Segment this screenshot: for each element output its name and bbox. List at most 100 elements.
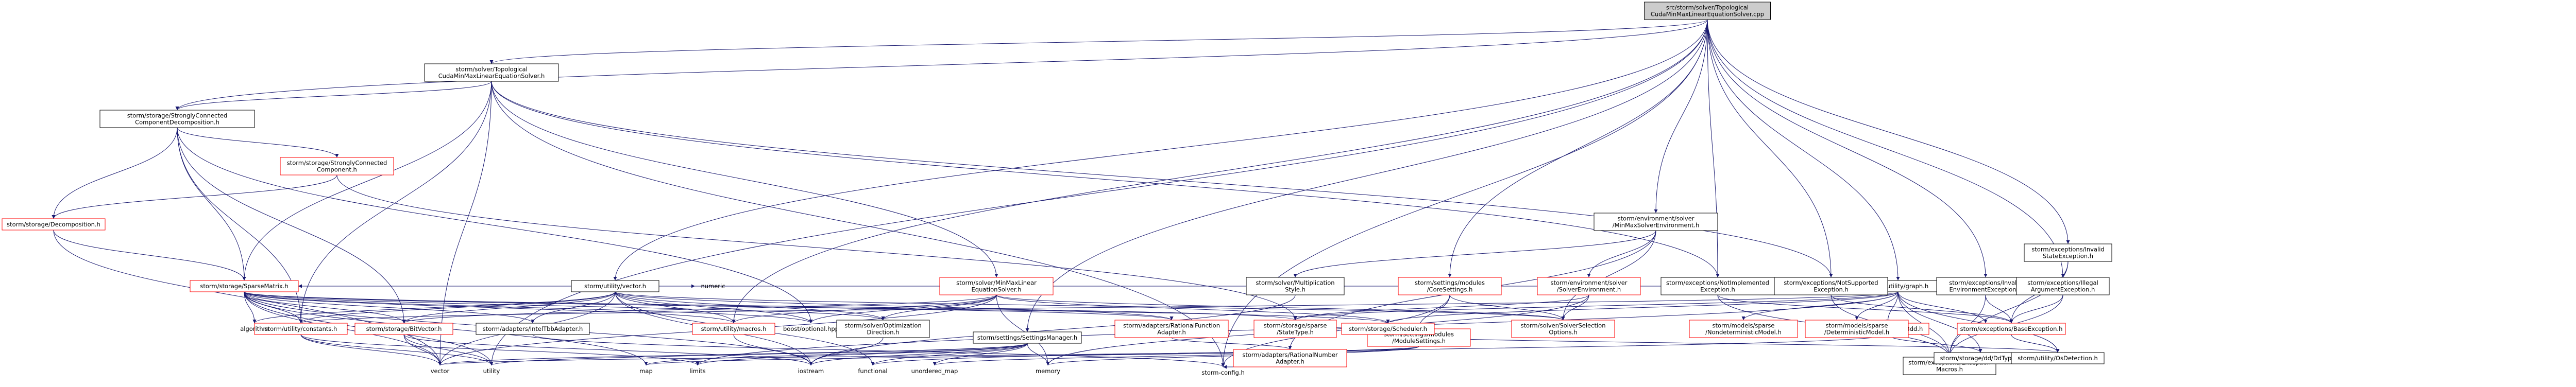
node-label: storm/exceptions/NotImplemented bbox=[1666, 279, 1769, 286]
node-label: Direction.h bbox=[867, 329, 900, 336]
node-utility[interactable]: utility bbox=[476, 365, 507, 377]
edge-inteltbb-to-storm-config bbox=[532, 334, 1225, 367]
edge-root-to-tcuda-h bbox=[489, 19, 1708, 64]
node-label: iostream bbox=[798, 367, 824, 375]
node-inteltbb[interactable]: storm/adapters/IntelTbbAdapter.h bbox=[476, 323, 590, 335]
node-label: storm/storage/BitVector.h bbox=[366, 325, 442, 332]
node-box bbox=[424, 63, 559, 82]
node-label: Style.h bbox=[1285, 286, 1306, 293]
edge-minmax-to-bitvector bbox=[402, 294, 997, 324]
node-box bbox=[99, 110, 255, 128]
node-label: /StateType.h bbox=[1277, 329, 1314, 336]
edge-minmax-to-scheduler bbox=[996, 294, 1390, 324]
node-exc-base[interactable]: storm/exceptions/BaseException.h bbox=[1957, 323, 2066, 335]
node-utility-constants[interactable]: storm/utility/constants.h bbox=[254, 323, 348, 335]
node-decomp[interactable]: storm/storage/Decomposition.h bbox=[2, 218, 106, 231]
edge-sparse-to-scheduler bbox=[244, 291, 1389, 324]
edge-decomp-to-sparse bbox=[53, 230, 246, 281]
edge-env-minmax-to-mult-style bbox=[1293, 230, 1656, 278]
node-exc-illegal[interactable]: storm/exceptions/IllegalArgumentExceptio… bbox=[2016, 277, 2110, 295]
node-label: storm/models/sparse bbox=[1713, 322, 1775, 329]
node-label: memory bbox=[1036, 367, 1060, 375]
node-env-solver[interactable]: storm/environment/solver/SolverEnvironme… bbox=[1537, 277, 1641, 295]
node-box bbox=[1689, 320, 1798, 338]
node-unordered-map[interactable]: unordered_map bbox=[909, 365, 960, 377]
node-boost-optional[interactable]: boost/optional.hpp bbox=[775, 323, 847, 335]
node-functional[interactable]: functional bbox=[852, 365, 893, 377]
node-label: StateException.h bbox=[2043, 253, 2093, 260]
node-label: unordered_map bbox=[911, 367, 958, 375]
node-storm-config[interactable]: storm-config.h bbox=[1195, 367, 1251, 378]
node-os-detection[interactable]: storm/utility/OsDetection.h bbox=[2011, 352, 2105, 364]
node-label: storm/models/sparse bbox=[1826, 322, 1888, 329]
node-label: EquationSolver.h bbox=[972, 286, 1022, 293]
node-settingsmgr[interactable]: storm/settings/SettingsManager.h bbox=[973, 331, 1082, 344]
node-label: Macros.h bbox=[1936, 366, 1963, 373]
edge-settingsmgr-to-map bbox=[644, 343, 1028, 366]
node-exc-notimpl[interactable]: storm/exceptions/NotImplementedException… bbox=[1660, 277, 1775, 295]
node-label: algorithm bbox=[240, 325, 269, 332]
node-label: /ModuleSettings.h bbox=[1392, 338, 1446, 345]
node-scheduler[interactable]: storm/storage/Scheduler.h bbox=[1341, 323, 1435, 335]
edge-graph-h-to-set bbox=[1897, 291, 1988, 324]
node-sparse-statetype[interactable]: storm/storage/sparse/StateType.h bbox=[1253, 320, 1337, 338]
node-label: storm/storage/Decomposition.h bbox=[7, 221, 100, 228]
edge-env-minmax-to-env-solver bbox=[1587, 230, 1656, 278]
node-tcuda-h[interactable]: storm/solver/TopologicalCudaMinMaxLinear… bbox=[424, 63, 559, 82]
node-label: ComponentDecomposition.h bbox=[135, 119, 219, 126]
node-label: storm/settings/SettingsManager.h bbox=[977, 334, 1077, 341]
edge-bitvector-to-vector bbox=[403, 334, 442, 366]
node-label: storm/storage/StronglyConnected bbox=[287, 159, 387, 166]
node-algorithm[interactable]: algorithm bbox=[234, 323, 275, 335]
edge-exc-invenv-to-exc-base bbox=[1985, 294, 2013, 324]
edge-tcuda-h-to-scc-decomp bbox=[175, 81, 492, 111]
node-label: map bbox=[639, 367, 653, 375]
edge-graph-h-to-dd-type bbox=[1897, 291, 1982, 353]
node-iostream[interactable]: iostream bbox=[793, 365, 829, 377]
node-minmax[interactable]: storm/solver/MinMaxLinearEquationSolver.… bbox=[939, 277, 1054, 295]
edge-root-to-storm-config bbox=[1221, 19, 1708, 367]
node-vector-h[interactable]: storm/utility/vector.h bbox=[571, 280, 659, 292]
node-utility-macros[interactable]: storm/utility/macros.h bbox=[692, 323, 775, 335]
node-scc[interactable]: storm/storage/StronglyConnectedComponent… bbox=[280, 157, 394, 175]
edge-graph-h-to-dd-bdd bbox=[1886, 291, 1899, 324]
node-coresettings[interactable]: storm/settings/modules/CoreSettings.h bbox=[1398, 277, 1502, 295]
node-vector[interactable]: vector bbox=[425, 365, 455, 377]
node-label: CudaMinMaxLinearEquationSolver.cpp bbox=[1651, 11, 1764, 18]
node-label: /NondeterministicModel.h bbox=[1705, 329, 1782, 336]
edge-env-solver-to-solver-sel bbox=[1561, 294, 1589, 321]
node-models-nondet[interactable]: storm/models/sparse/NondeterministicMode… bbox=[1689, 320, 1798, 338]
node-scc-decomp[interactable]: storm/storage/StronglyConnectedComponent… bbox=[99, 110, 255, 128]
node-sparse[interactable]: storm/storage/SparseMatrix.h bbox=[190, 280, 299, 292]
node-dd-type[interactable]: storm/storage/dd/DdType.h bbox=[1934, 352, 2027, 364]
edge-scc-decomp-to-sparse bbox=[177, 127, 246, 281]
node-box bbox=[1114, 320, 1229, 338]
node-root[interactable]: src/storm/solver/TopologicalCudaMinMaxLi… bbox=[1644, 2, 1771, 20]
edge-tcuda-h-to-storm-config bbox=[491, 81, 1225, 367]
node-box bbox=[692, 323, 775, 335]
node-label: storm/adapters/IntelTbbAdapter.h bbox=[483, 325, 583, 332]
node-map[interactable]: map bbox=[633, 365, 659, 377]
node-box bbox=[973, 331, 1082, 344]
edge-settingsmgr-to-memory bbox=[1027, 343, 1050, 366]
node-limits[interactable]: limits bbox=[682, 365, 713, 377]
node-env-minmax[interactable]: storm/environment/solver/MinMaxSolverEnv… bbox=[1594, 213, 1718, 231]
node-box bbox=[1594, 213, 1718, 231]
node-models-det[interactable]: storm/models/sparse/DeterministicModel.h bbox=[1805, 320, 1909, 338]
node-box bbox=[1253, 320, 1337, 338]
node-bitvector[interactable]: storm/storage/BitVector.h bbox=[354, 323, 453, 335]
node-numeric[interactable]: numeric bbox=[695, 280, 731, 292]
node-memory[interactable]: memory bbox=[1030, 365, 1066, 377]
node-label: numeric bbox=[701, 283, 725, 290]
node-box bbox=[1537, 277, 1641, 295]
edge-exc-notimpl-to-exc-base bbox=[1717, 294, 2013, 324]
edge-tcuda-h-to-sparse bbox=[242, 81, 492, 281]
edge-settingsmgr-to-limits bbox=[696, 343, 1028, 366]
